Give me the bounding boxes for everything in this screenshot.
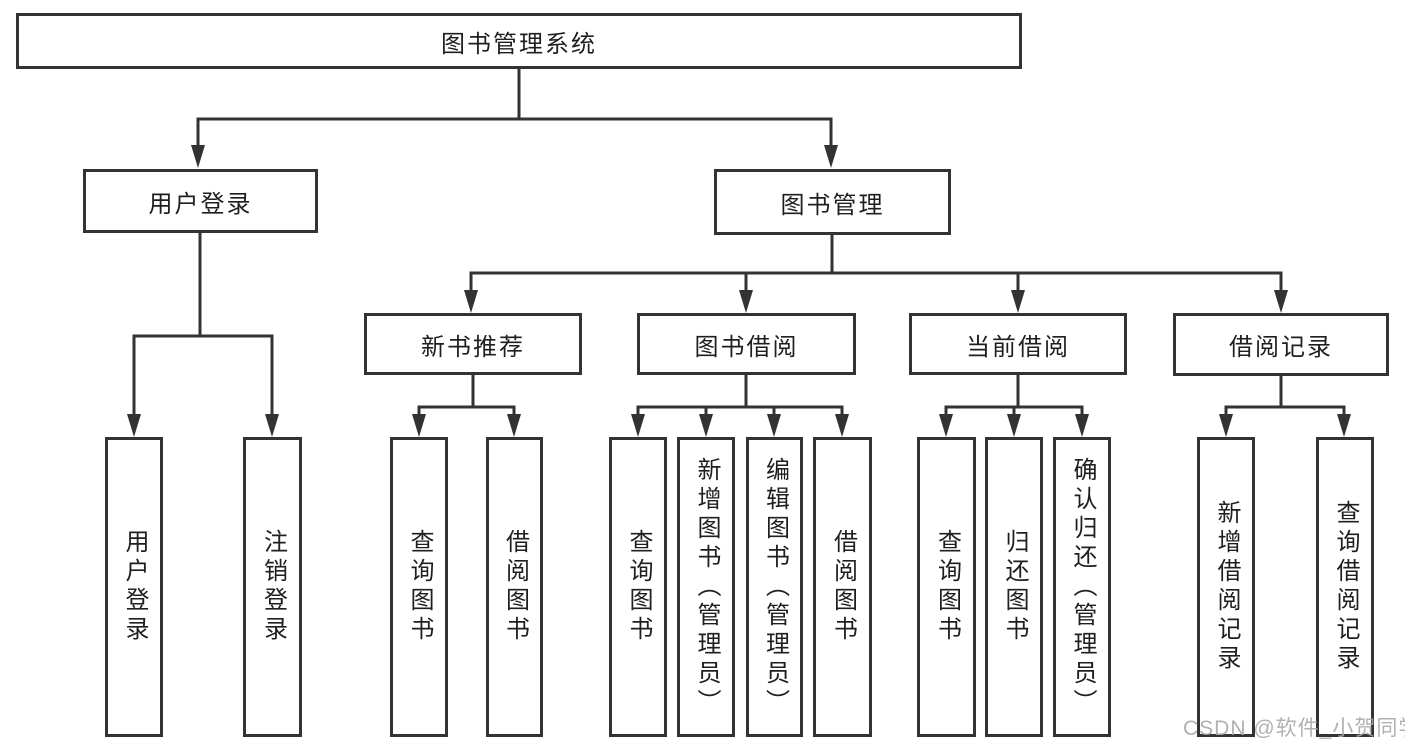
leaf-add-books-admin: 新增图书（管理员） [677, 437, 735, 737]
node-borrowing-records: 借阅记录 [1173, 313, 1389, 376]
leaf-add-borrow-record: 新增借阅记录 [1197, 437, 1255, 737]
leaf-search-books-borrowing: 查询图书 [609, 437, 667, 737]
leaf-search-books-recommend: 查询图书 [390, 437, 448, 737]
connector-path [132, 69, 1346, 417]
leaf-logout: 注销登录 [243, 437, 302, 737]
leaf-search-books-current: 查询图书 [917, 437, 976, 737]
watermark-text: CSDN @软件_小贺同学 [1183, 717, 1405, 740]
leaf-confirm-return-admin: 确认归还（管理员） [1053, 437, 1111, 737]
node-user-login: 用户登录 [83, 169, 318, 233]
node-new-book-recommendation: 新书推荐 [364, 313, 582, 375]
node-library-management-system: 图书管理系统 [16, 13, 1022, 69]
leaf-search-borrow-record: 查询借阅记录 [1316, 437, 1374, 737]
leaf-borrow-books: 借阅图书 [813, 437, 872, 737]
leaf-user-login: 用户登录 [105, 437, 163, 737]
leaf-return-books: 归还图书 [985, 437, 1043, 737]
leaf-borrow-books-recommend: 借阅图书 [486, 437, 543, 737]
node-current-borrowing: 当前借阅 [909, 313, 1127, 375]
node-book-management: 图书管理 [714, 169, 951, 235]
node-book-borrowing: 图书借阅 [637, 313, 856, 375]
leaf-edit-books-admin: 编辑图书（管理员） [746, 437, 803, 737]
